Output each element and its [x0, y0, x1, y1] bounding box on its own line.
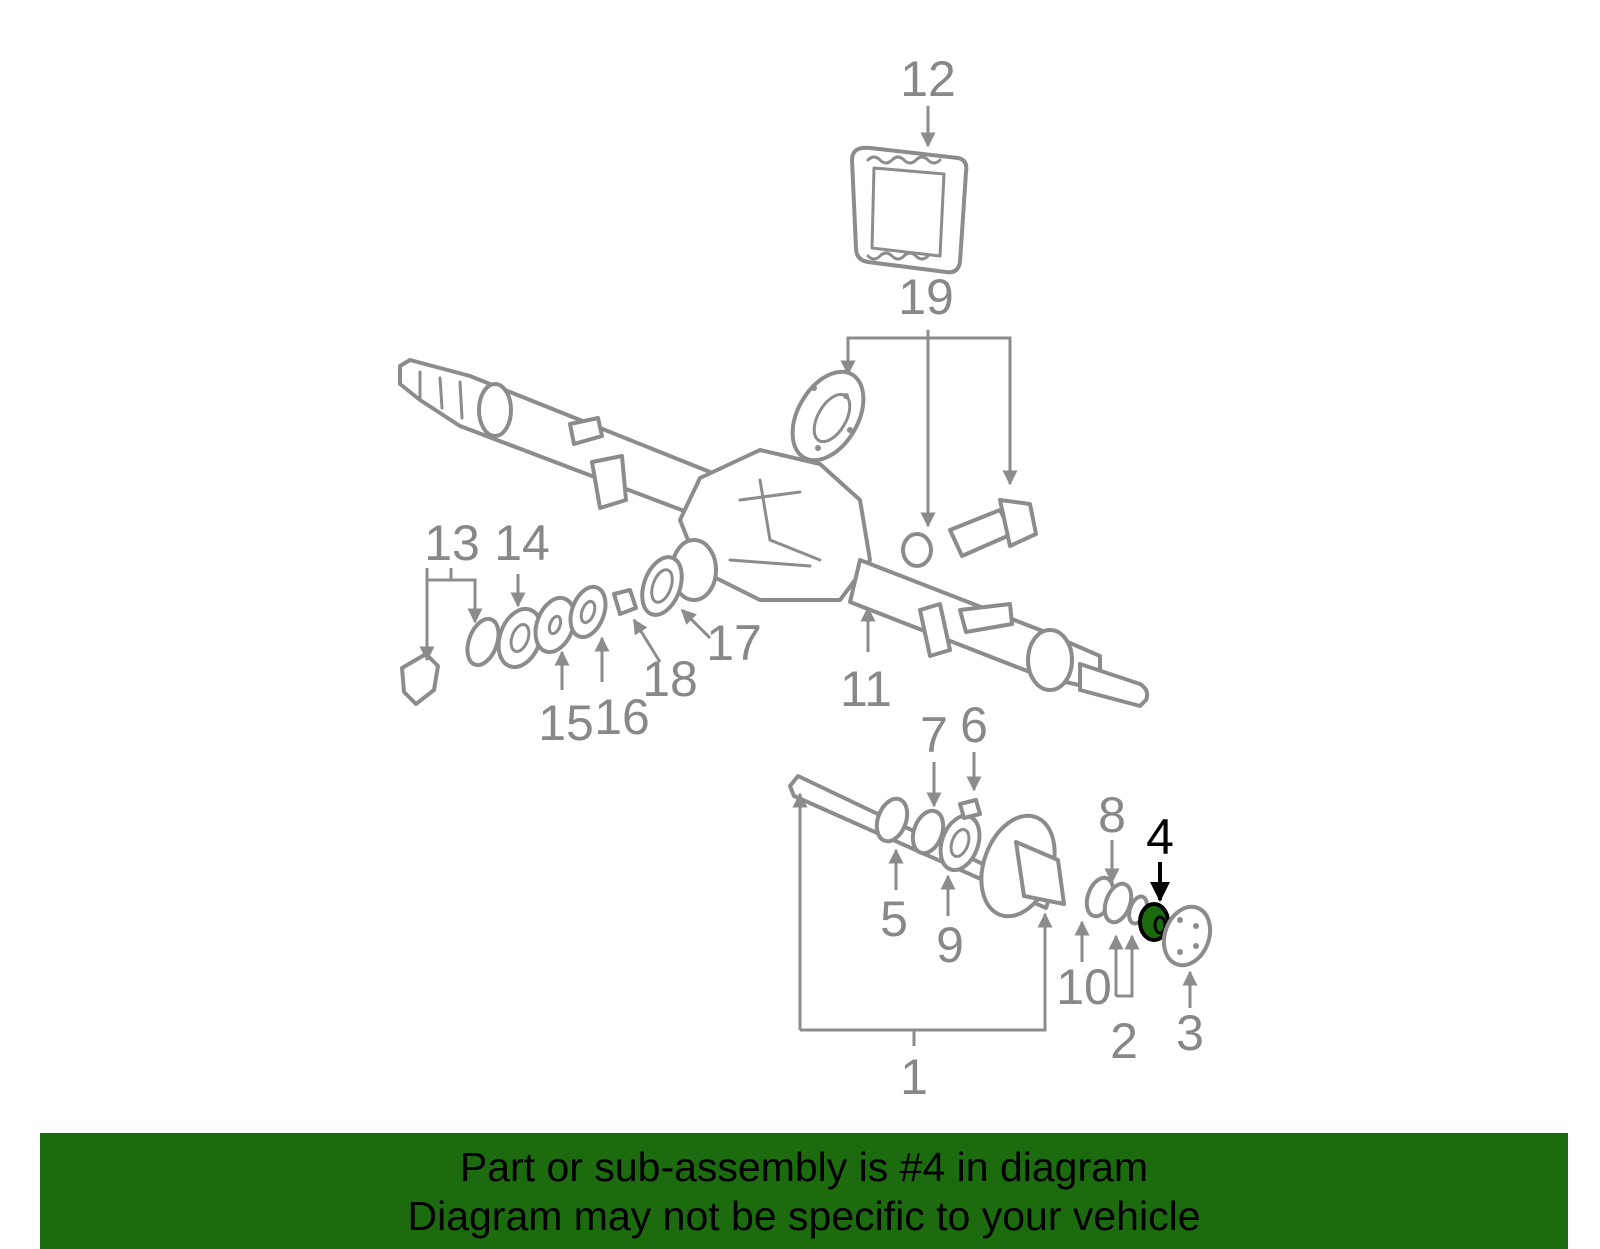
part-19-gear-set [790, 369, 1038, 568]
banner-line-2: Diagram may not be specific to your vehi… [407, 1193, 1201, 1239]
label-9: 9 [936, 917, 964, 973]
part-3-lug-plate [1161, 904, 1213, 968]
label-5: 5 [880, 891, 908, 947]
label-11: 11 [840, 661, 892, 717]
label-1: 1 [900, 1049, 928, 1105]
banner-line-1: Part or sub-assembly is #4 in diagram [459, 1144, 1149, 1190]
part-11-axle-housing [398, 358, 1150, 708]
label-7: 7 [920, 707, 948, 763]
label-10: 10 [1056, 959, 1112, 1015]
part-1-axle-shaft-hub [788, 774, 1149, 926]
info-banner: Part or sub-assembly is #4 in diagram Di… [40, 1133, 1568, 1249]
label-19: 19 [898, 269, 954, 325]
label-17: 17 [706, 615, 762, 671]
part-labels: 12 19 13 14 15 16 18 17 11 7 6 5 9 8 4 1… [424, 51, 1204, 1105]
axle-exploded-diagram: 12 19 13 14 15 16 18 17 11 7 6 5 9 8 4 1… [398, 51, 1213, 1105]
label-12: 12 [900, 51, 956, 107]
label-15: 15 [538, 695, 594, 751]
label-3: 3 [1176, 1005, 1204, 1061]
leader-lines [419, 106, 1198, 1046]
parts-13-18-differential-components [400, 555, 684, 706]
label-18: 18 [642, 651, 698, 707]
label-6: 6 [960, 697, 988, 753]
label-2: 2 [1110, 1013, 1138, 1069]
label-8: 8 [1098, 787, 1126, 843]
part-12-cover-gasket [850, 145, 969, 275]
label-16: 16 [594, 689, 650, 745]
label-4-highlighted: 4 [1146, 809, 1174, 865]
label-13: 13 [424, 515, 480, 571]
label-14: 14 [494, 515, 550, 571]
